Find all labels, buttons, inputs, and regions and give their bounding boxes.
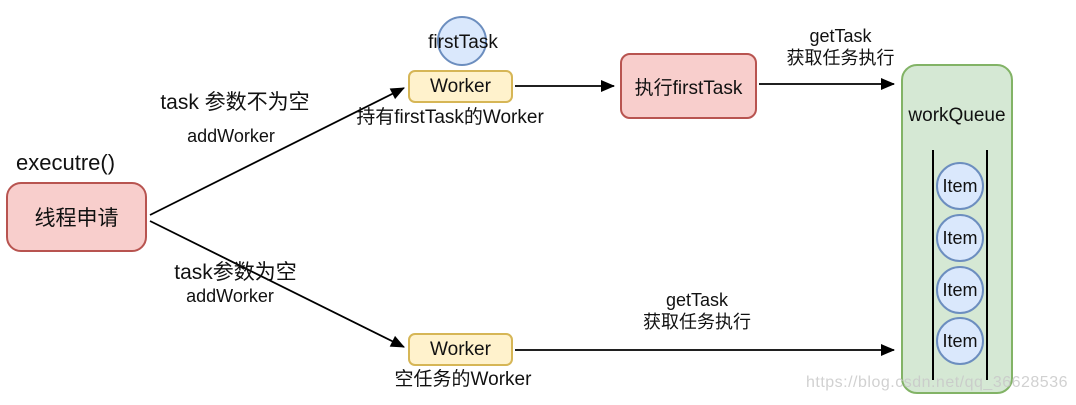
- queue-rail-right: [986, 150, 988, 380]
- gettask-bottom-label: getTask 获取任务执行: [630, 290, 764, 333]
- queue-item: Item: [936, 317, 984, 365]
- csdn-watermark: https://blog.csdn.net/qq_36628536: [805, 374, 1068, 391]
- execute-method-label: executre(): [16, 150, 116, 175]
- gettask-top-label: getTask 获取任务执行: [768, 26, 913, 69]
- exec-firsttask-node: 执行firstTask: [620, 53, 757, 119]
- workqueue-node: workQueue Item Item Item Item: [901, 64, 1013, 394]
- condition-task-null-label: task参数为空: [174, 261, 297, 284]
- thread-request-node: 线程申请: [6, 182, 147, 252]
- queue-item: Item: [936, 162, 984, 210]
- gettask-top-line2: 获取任务执行: [786, 47, 895, 68]
- arrow-addworker-top: [149, 87, 405, 216]
- gettask-bottom-line2: 获取任务执行: [643, 311, 751, 332]
- condition-task-not-null-label: task 参数不为空: [160, 91, 310, 114]
- addworker-bottom-label: addWorker: [186, 286, 274, 306]
- gettask-top-line1: getTask: [809, 26, 872, 46]
- firsttask-circle: [437, 16, 487, 66]
- workqueue-title: workQueue: [908, 105, 1006, 126]
- worker-top-caption: 持有firstTask的Worker: [356, 107, 544, 128]
- arrow-addworker-bottom: [149, 220, 405, 348]
- worker-bottom-node: Worker: [408, 333, 513, 366]
- queue-rail-left: [932, 150, 934, 380]
- gettask-bottom-line1: getTask: [665, 290, 729, 310]
- worker-bottom-caption: 空任务的Worker: [394, 369, 532, 390]
- queue-item: Item: [936, 266, 984, 314]
- worker-top-node: Worker: [408, 70, 513, 103]
- firsttask-label: firstTask: [428, 32, 498, 53]
- queue-item: Item: [936, 214, 984, 262]
- addworker-top-label: addWorker: [187, 126, 275, 146]
